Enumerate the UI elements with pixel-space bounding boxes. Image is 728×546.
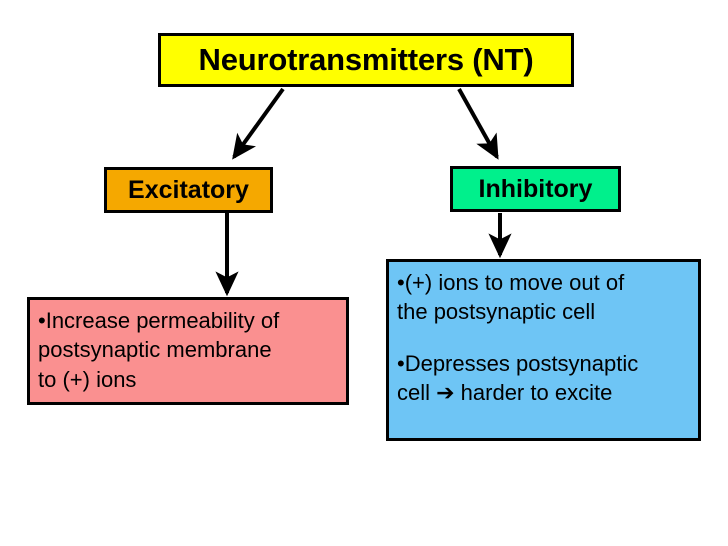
inhibitory-detail-line-3: •Depresses postsynaptic bbox=[397, 350, 639, 376]
node-inhibitory[interactable]: Inhibitory bbox=[450, 166, 621, 212]
inhibitory-detail-spacer bbox=[397, 327, 692, 349]
node-inhibitory-label: Inhibitory bbox=[478, 174, 593, 203]
inhibitory-detail-line-2: the postsynaptic cell bbox=[397, 299, 596, 325]
node-excitatory[interactable]: Excitatory bbox=[104, 167, 273, 213]
excitatory-detail-line-1: •Increase permeability of bbox=[38, 308, 280, 333]
node-inhibitory-detail[interactable]: •(+) ions to move out of the postsynapti… bbox=[386, 259, 701, 441]
excitatory-detail-line-2: postsynaptic membrane bbox=[38, 337, 272, 363]
node-neurotransmitters[interactable]: Neurotransmitters (NT) bbox=[158, 33, 574, 87]
node-excitatory-detail[interactable]: •Increase permeability of postsynaptic m… bbox=[27, 297, 349, 405]
node-neurotransmitters-label: Neurotransmitters (NT) bbox=[198, 42, 534, 77]
inhibitory-detail-line-4: cell ➔ harder to excite bbox=[397, 379, 613, 405]
excitatory-detail-line-3: to (+) ions bbox=[38, 366, 137, 392]
connector-title-to-inhibitory bbox=[457, 88, 499, 160]
connector-title-to-excitatory bbox=[232, 87, 285, 160]
node-excitatory-label: Excitatory bbox=[128, 175, 249, 204]
inhibitory-detail-line-1: •(+) ions to move out of bbox=[397, 270, 625, 295]
